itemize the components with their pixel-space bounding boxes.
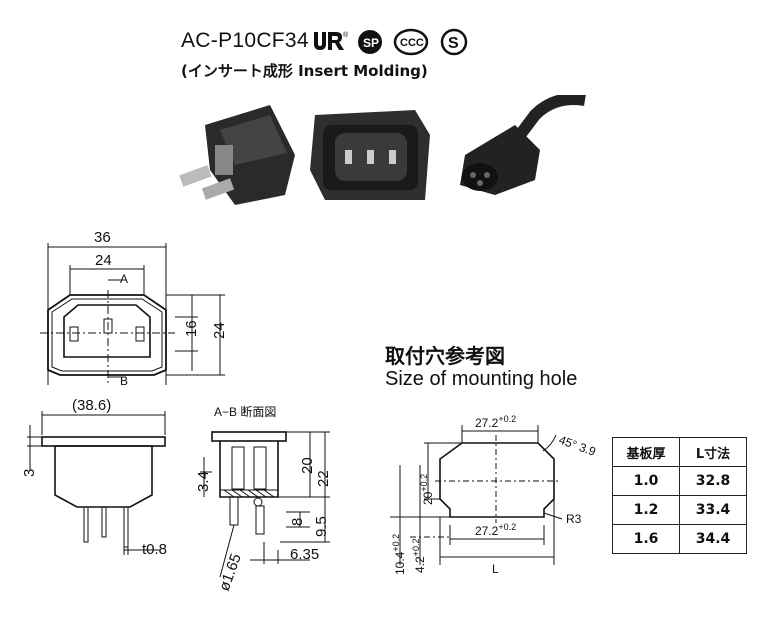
dim-3-4: 3.4 <box>195 471 212 492</box>
dim-3: 3 <box>21 469 38 477</box>
mounting-hole-title-en: Size of mounting hole <box>385 368 578 390</box>
header-l-dimension: L寸法 <box>679 437 747 467</box>
header-board-thickness: 基板厚 <box>612 437 680 467</box>
cell-thickness: 1.6 <box>612 524 680 554</box>
table-row: 1.6 34.4 <box>612 524 747 554</box>
dim-24-height: 24 <box>211 322 228 339</box>
mounting-hole-title-jp: 取付穴参考図 <box>385 344 505 368</box>
dim-16: 16 <box>183 320 200 337</box>
dim-38-6: (38.6) <box>72 397 111 414</box>
board-thickness-table: 基板厚 L寸法 1.0 32.8 1.2 33.4 1.6 34.4 <box>612 437 747 554</box>
cell-thickness: 1.2 <box>612 495 680 525</box>
model-title: AC-P10CF34 <box>181 29 309 52</box>
table-row: 1.2 33.4 <box>612 495 747 525</box>
table-header-row: 基板厚 L寸法 <box>612 437 747 467</box>
mounting-hole-drawing: 27.2+0.2 45° 3.9 20+0.2 27.2+0.2 R3 10.4… <box>390 414 598 576</box>
mh-left-1: 10.4+0.2 <box>391 534 407 575</box>
svg-text:®: ® <box>343 31 348 39</box>
ur-recognized-icon: ® <box>314 31 348 50</box>
product-photos <box>179 95 586 205</box>
side-view-drawing: (38.6) 3 t0.8 <box>21 397 167 558</box>
dim-24-width: 24 <box>95 252 112 269</box>
section-view-drawing: A−B 断面図 3.4 20 22 8 9.5 6.35 ø1.65 <box>195 404 332 594</box>
svg-text:S: S <box>448 35 459 52</box>
section-title: A−B 断面図 <box>214 404 276 419</box>
socket-front-photo <box>310 110 430 200</box>
dim-9-5: 9.5 <box>313 516 330 537</box>
dim-36: 36 <box>94 229 111 246</box>
cell-thickness: 1.0 <box>612 466 680 496</box>
plug-connector-photo <box>460 95 586 195</box>
ccc-icon: CCC <box>393 28 429 56</box>
mh-length-label: L <box>492 562 499 576</box>
mh-top-width: 27.2+0.2 <box>475 414 516 430</box>
front-view-drawing: 36 24 16 24 A B <box>40 229 228 388</box>
dim-22: 22 <box>315 470 332 487</box>
dim-hole-1-65: ø1.65 <box>216 552 245 594</box>
svg-text:SP: SP <box>363 36 379 50</box>
table-row: 1.0 32.8 <box>612 466 747 496</box>
svg-text:CCC: CCC <box>400 37 424 49</box>
mh-radius: R3 <box>566 512 582 526</box>
dim-t0-8: t0.8 <box>142 541 167 558</box>
dim-6-35: 6.35 <box>290 546 319 563</box>
cell-l-value: 34.4 <box>679 524 747 554</box>
subtitle: (インサート成形 Insert Molding) <box>181 62 428 80</box>
mh-chamfer: 45° 3.9 <box>557 433 598 459</box>
mh-height: 20+0.2 <box>419 474 435 505</box>
dim-20: 20 <box>299 457 316 474</box>
dim-8: 8 <box>289 518 306 526</box>
section-a-marker: A <box>120 272 128 286</box>
mh-left-2: 4.2+0.2 <box>411 539 427 573</box>
section-b-marker: B <box>120 374 128 388</box>
cell-l-value: 32.8 <box>679 466 747 496</box>
s-mark-icon: S <box>440 28 468 56</box>
socket-rear-photo <box>179 105 295 205</box>
mh-bottom-width: 27.2+0.2 <box>475 522 516 538</box>
cell-l-value: 33.4 <box>679 495 747 525</box>
csa-icon: SP <box>358 30 382 54</box>
